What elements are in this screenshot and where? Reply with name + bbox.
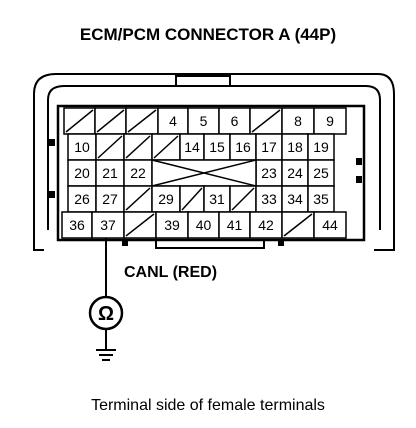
terminal-number: 5 [200,113,208,129]
terminal-17 [255,133,283,161]
blank-block-cross [151,159,257,187]
terminal-number: 14 [184,139,200,155]
terminal-number: 34 [287,191,303,207]
terminal-number: 9 [326,113,334,129]
empty-terminal-slash [65,109,94,133]
terminal-number: 22 [130,165,146,181]
pin-grid: 4 5 6 8 9 10 14 15 16 17 18 19 20 21 22 23 24 25 26 27 29 31 3… [61,107,347,239]
empty-terminal-slash [231,187,255,211]
terminal-39 [155,211,189,239]
terminal-number: 23 [261,165,277,181]
terminal-number: 35 [313,191,329,207]
ohm-symbol: Ω [98,303,114,325]
terminal-number: 4 [169,113,177,129]
empty-terminal-slash [125,213,155,237]
terminal-number: 27 [102,191,118,207]
terminal-10 [67,133,97,161]
terminal-number: 17 [261,139,277,155]
empty-terminal-slash [125,187,151,211]
empty-terminal-slash [96,109,125,133]
terminal-number: 21 [102,165,118,181]
terminal-23 [255,159,283,187]
terminal-41 [218,211,251,239]
terminal-number: 8 [294,113,302,129]
terminal-number: 19 [313,139,329,155]
terminal-number: 10 [74,139,90,155]
terminal-number: 29 [158,191,174,207]
terminal-24 [281,159,309,187]
terminal-number: 42 [258,217,274,233]
empty-terminal-slash [127,109,157,133]
diagram-title: ECM/PCM CONNECTOR A (44P) [80,25,336,44]
terminal-number: 24 [287,165,303,181]
terminal-number: 40 [196,217,212,233]
terminal-number: 18 [287,139,303,155]
terminal-number: 20 [74,165,90,181]
caption: Terminal side of female terminals [91,397,325,414]
lock-tabs [49,139,362,246]
probe-wire [96,238,116,361]
empty-terminal-slash [97,135,123,159]
terminal-number: 44 [322,217,338,233]
terminal-number: 16 [235,139,251,155]
connector-housing [33,73,395,251]
terminal-9 [313,107,347,135]
empty-terminal-slash [283,213,313,237]
terminal-number: 26 [74,191,90,207]
terminal-number: 33 [261,191,277,207]
terminal-number: 37 [100,217,116,233]
terminal-number: 36 [69,217,85,233]
empty-terminal-slash [153,135,179,159]
terminal-number: 15 [209,139,225,155]
terminal-4 [157,107,189,135]
terminal-31 [203,185,231,213]
terminal-14 [179,133,205,161]
terminal-number: 25 [313,165,329,181]
terminal-19 [307,133,335,161]
empty-terminal-slash [125,135,151,159]
empty-terminal-slash [181,187,203,211]
ohmmeter-icon: Ω [88,295,124,331]
terminal-number: 6 [231,113,239,129]
probe-label: CANL (RED) [124,264,217,281]
terminal-44 [313,211,347,239]
terminal-5 [187,107,220,135]
terminal-number: 41 [227,217,243,233]
terminal-number: 31 [209,191,225,207]
empty-terminal-slash [251,109,281,133]
terminal-number: 39 [164,217,180,233]
